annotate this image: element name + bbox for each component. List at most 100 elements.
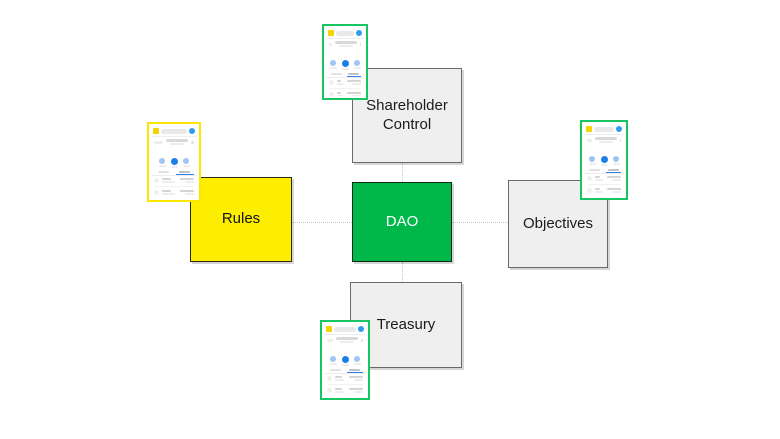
account-menu-icon[interactable] [191,140,194,144]
account-row[interactable] [326,39,364,48]
buy-action-button[interactable] [182,158,190,167]
connector-dao-to-treasury [402,262,403,282]
account-row[interactable] [151,137,197,146]
activity-tab[interactable] [605,169,621,173]
list-item[interactable] [329,92,361,96]
connector-dao-to-rules [292,222,352,223]
list-divider [328,384,362,385]
account-back-icon [329,42,332,46]
account-menu-icon[interactable] [361,338,363,342]
node-rules-label: Rules [221,210,261,228]
action-button-row [326,59,364,73]
phone-mockup-treasury[interactable] [320,320,370,400]
action-button-row [324,355,366,369]
transaction-amount [607,188,621,193]
buy-action-button[interactable] [353,60,361,69]
receive-action-button[interactable] [341,356,349,366]
token-icon [327,376,332,381]
activity-tab[interactable] [346,73,361,77]
phone-mockup-rules[interactable] [147,122,201,202]
token-icon [154,178,159,183]
network-pill[interactable] [336,30,354,36]
account-row[interactable] [324,335,366,344]
transaction-list [584,174,624,196]
tab-bar [326,73,364,78]
user-avatar-icon[interactable] [358,326,364,332]
transaction-list [151,176,197,198]
list-item[interactable] [327,376,363,381]
transaction-text [337,80,344,85]
list-item[interactable] [587,176,621,181]
send-action-button[interactable] [329,356,337,365]
list-item[interactable] [327,388,363,393]
account-menu-icon[interactable] [360,42,361,46]
tokens-tab[interactable] [329,73,344,77]
account-name [336,337,358,343]
action-button-row [151,157,197,171]
send-action-button[interactable] [588,156,596,165]
account-back-icon [327,338,333,342]
activity-tab[interactable] [175,171,194,175]
transaction-text [335,388,346,393]
list-item[interactable] [329,80,361,85]
transaction-text [162,190,177,195]
node-dao[interactable]: DAO [352,182,452,262]
receive-action-button[interactable] [170,158,178,168]
tokens-tab[interactable] [327,369,344,373]
transaction-amount [180,190,194,195]
send-action-button[interactable] [329,60,337,69]
list-item[interactable] [154,190,194,195]
user-avatar-icon[interactable] [356,30,362,36]
account-menu-icon[interactable] [619,138,621,142]
account-row[interactable] [584,135,624,144]
phone-screen [151,126,197,198]
network-pill[interactable] [334,326,356,332]
account-name [335,41,357,47]
account-name [166,139,188,145]
wallet-logo-icon [586,126,592,132]
tokens-tab[interactable] [587,169,603,173]
receive-action-button[interactable] [341,60,349,70]
buy-action-button[interactable] [353,356,361,365]
account-name [594,137,617,143]
wallet-logo-icon [328,30,334,36]
send-action-button[interactable] [158,158,166,167]
token-icon [327,388,332,393]
list-item[interactable] [154,178,194,183]
transaction-list [324,374,366,396]
wallet-logo-icon [153,128,159,134]
account-back-icon [587,138,592,142]
wallet-logo-icon [326,326,332,332]
transaction-text [162,178,177,183]
list-divider [588,184,620,185]
tokens-tab[interactable] [154,171,173,175]
account-back-icon [154,140,163,144]
node-shareholder-control[interactable]: Shareholder Control [352,68,462,163]
receive-action-button[interactable] [600,156,608,166]
node-treasury-label: Treasury [376,315,436,333]
phone-mockup-objectives[interactable] [580,120,628,200]
transaction-amount [607,176,621,181]
phone-top-bar [326,28,364,39]
activity-tab[interactable] [346,369,363,373]
node-objectives-label: Objectives [522,214,594,232]
node-rules[interactable]: Rules [190,177,292,262]
phone-top-bar [324,324,366,335]
network-pill[interactable] [594,126,614,132]
buy-action-button[interactable] [612,156,620,165]
network-pill[interactable] [161,128,187,134]
balance-display [324,344,366,355]
balance-display [584,144,624,155]
transaction-amount [349,388,363,393]
user-avatar-icon[interactable] [189,128,195,134]
transaction-text [595,176,604,181]
list-item[interactable] [587,188,621,193]
connector-dao-to-objectives [452,222,508,223]
tab-bar [584,169,624,174]
token-icon [329,80,334,85]
phone-mockup-shareholder-control[interactable] [322,24,368,100]
phone-screen [324,324,366,396]
tab-bar [151,171,197,176]
user-avatar-icon[interactable] [616,126,622,132]
